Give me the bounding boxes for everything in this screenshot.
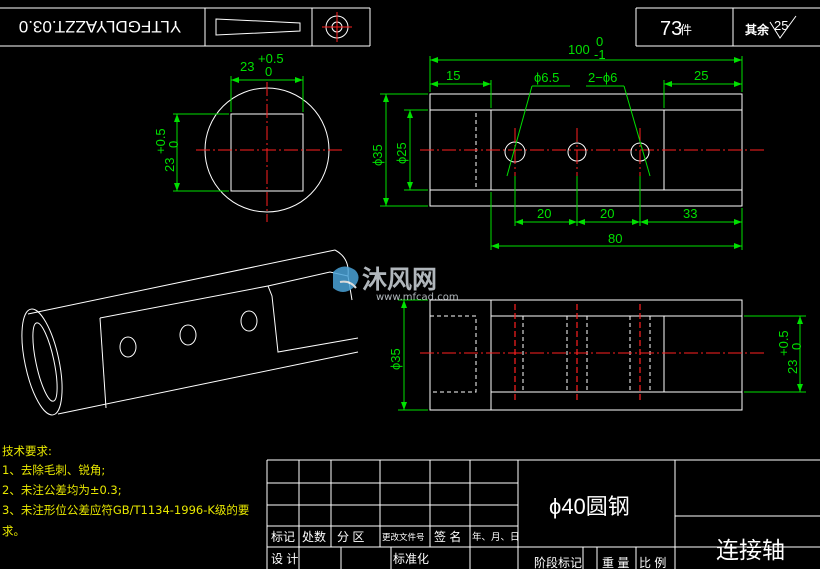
col-count: 处数 — [302, 529, 326, 544]
svg-text:0: 0 — [789, 343, 804, 350]
dim-2phi6: 2−ϕ6 — [588, 70, 617, 85]
svg-text:+0.5: +0.5 — [153, 128, 168, 154]
svg-text:+0.5: +0.5 — [776, 330, 791, 356]
col-weight: 重 量 — [602, 556, 629, 569]
tech-heading: 技术要求: — [2, 444, 52, 458]
dim-33: 33 — [683, 206, 697, 221]
col-scale: 比 例 — [639, 556, 666, 569]
svg-text:-1: -1 — [594, 47, 606, 62]
watermark: 沐风网 www.mfcad.com — [333, 265, 459, 303]
dim-80: 80 — [608, 231, 622, 246]
quantity-value: 73 — [660, 18, 682, 40]
roughness-symbol — [769, 15, 797, 39]
tech-line-4: 求。 — [2, 524, 25, 538]
end-view: 23 +0.5 0 23 +0.5 0 — [153, 51, 345, 222]
col-sign: 签 名 — [434, 529, 461, 544]
taper-symbol — [215, 18, 301, 36]
top-title-strip: YLTFGDLYAZZT.03.0 73 件 其余 25 — [0, 7, 820, 47]
dim-20a: 20 — [537, 206, 551, 221]
part-name: 连接轴 — [716, 537, 785, 563]
tech-line-3: 3、未注形位公差应符GB/T1134-1996-K级的要 — [2, 503, 249, 517]
svg-text:+0.5: +0.5 — [258, 51, 284, 66]
top-view: ϕ35 23 +0.5 0 — [388, 299, 806, 411]
dim-23-right: 23 — [785, 360, 800, 374]
dim-23-left: 23 — [162, 158, 177, 172]
watermark-url: www.mfcad.com — [376, 292, 459, 303]
svg-text:0: 0 — [265, 64, 272, 79]
tech-requirements: 技术要求: 1、去除毛刺、锐角; 2、未注公差均为±0.3; 3、未注形位公差应… — [2, 444, 249, 538]
isometric-view — [21, 249, 359, 416]
tech-line-1: 1、去除毛刺、锐角; — [2, 463, 105, 477]
material-label: ϕ40圆钢 — [549, 494, 630, 519]
rest-label: 其余 — [745, 22, 770, 37]
col-std: 标准化 — [393, 552, 429, 566]
col-date: 年、月、日 — [472, 531, 520, 543]
dim-15: 15 — [446, 68, 460, 83]
dim-phi35-bottom: ϕ35 — [388, 348, 403, 370]
col-mark: 标记 — [271, 530, 295, 544]
dim-phi65: ϕ6.5 — [534, 70, 559, 85]
svg-text:0: 0 — [596, 34, 603, 49]
front-view: 100 0 -1 15 25 ϕ6.5 2−ϕ6 ϕ35 ϕ25 20 20 — [370, 34, 765, 250]
dim-25: 25 — [694, 68, 708, 83]
col-design: 设 计 — [271, 552, 298, 566]
dim-20b: 20 — [600, 206, 614, 221]
dim-phi25: ϕ25 — [394, 142, 409, 164]
col-doc: 更改文件号 — [382, 532, 425, 542]
dim-100: 100 — [568, 42, 590, 57]
dim-phi35-top: ϕ35 — [370, 144, 385, 166]
drawing-code: YLTFGDLYAZZT.03.0 — [19, 17, 182, 36]
quantity-unit: 件 — [680, 23, 692, 37]
title-block: ϕ40圆钢 连接轴 标记 处数 分 区 更改文件号 签 名 年、月、日 设 计 … — [266, 459, 820, 569]
col-zone: 分 区 — [337, 530, 364, 544]
tech-line-2: 2、未注公差均为±0.3; — [2, 483, 122, 497]
col-stage: 阶段标记 — [534, 555, 582, 569]
dim-23-top: 23 — [240, 59, 254, 74]
rest-roughness: 25 — [774, 18, 788, 33]
watermark-brand: 沐风网 — [362, 265, 437, 294]
svg-text:0: 0 — [166, 141, 181, 148]
